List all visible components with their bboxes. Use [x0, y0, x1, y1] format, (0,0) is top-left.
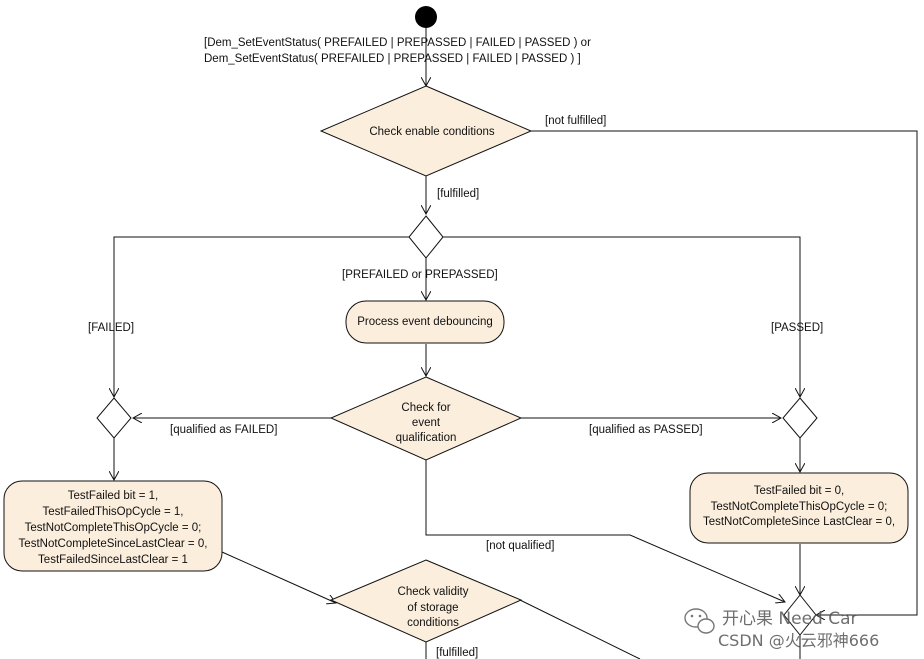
watermark-line-2: CSDN @火云邪神666	[718, 631, 879, 650]
passed-action-line-2: TestNotCompleteThisOpCycle = 0;	[711, 501, 888, 513]
failed-action-line-2: TestFailedThisOpCycle = 1,	[43, 506, 184, 518]
failed-merge-node	[96, 397, 132, 439]
edge-not-fulfilled	[531, 130, 918, 615]
trigger-line-1: [Dem_SetEventStatus( PREFAILED | PREPASS…	[204, 37, 591, 49]
check-enable-conditions-label: Check enable conditions	[369, 126, 495, 138]
watermark-line-1: 开心果 Need Car	[722, 609, 858, 629]
guard-not-qualified: [not qualified]	[486, 540, 554, 552]
check-storage-decision	[329, 559, 523, 643]
guard-qualified-failed: [qualified as FAILED]	[170, 424, 277, 436]
failed-action	[3, 480, 223, 572]
check-storage-label-3: conditions	[407, 617, 459, 629]
passed-action-line-1: TestFailed bit = 0,	[754, 485, 844, 497]
wechat-icon	[684, 608, 715, 634]
guard-not-fulfilled: [not fulfilled]	[545, 115, 606, 127]
failed-action-line-5: TestFailedSinceLastClear = 1	[38, 554, 188, 566]
check-storage-label-2: of storage	[407, 602, 458, 614]
passed-merge-node	[782, 397, 818, 439]
check-qualification-label-3: qualification	[396, 432, 457, 444]
passed-action	[689, 472, 909, 544]
check-storage-label-1: Check validity	[398, 586, 469, 598]
failed-action-line-3: TestNotCompleteThisOpCycle = 0;	[25, 522, 202, 534]
guard-passed: [PASSED]	[771, 322, 823, 334]
edge-not-qualified	[425, 460, 785, 602]
failed-action-line-4: TestNotCompleteSinceLastClear = 0,	[19, 538, 208, 550]
guard-failed: [FAILED]	[88, 322, 134, 334]
watermark: 开心果 Need Car CSDN @火云邪神666	[684, 608, 879, 650]
initial-node	[415, 6, 437, 28]
check-qualification-decision	[329, 376, 523, 461]
failed-action-line-1: TestFailed bit = 1,	[68, 490, 158, 502]
guard-fulfilled: [fulfilled]	[437, 188, 479, 200]
check-qualification-label-2: event	[412, 417, 441, 429]
check-qualification-label-1: Check for	[401, 402, 450, 414]
trigger-line-2: Dem_SetEventStatus( PREFAILED | PREPASSE…	[204, 53, 581, 65]
process-debouncing-action	[345, 300, 505, 344]
process-debouncing-label: Process event debouncing	[357, 316, 493, 328]
guard-prefailed-prepassed: [PREFAILED or PREPASSED]	[342, 269, 498, 281]
event-status-branch	[408, 215, 444, 259]
guard-qualified-passed: [qualified as PASSED]	[589, 424, 703, 436]
guard-storage-fulfilled: [fulfilled]	[436, 647, 478, 659]
check-enable-conditions-decision	[319, 85, 533, 177]
edge-failed-action-to-storage	[221, 551, 336, 603]
edge-passed	[443, 236, 800, 397]
edge-failed	[114, 236, 409, 397]
passed-action-line-3: TestNotCompleteSince LastClear = 0,	[703, 516, 895, 528]
edge-storage-other	[519, 599, 641, 659]
